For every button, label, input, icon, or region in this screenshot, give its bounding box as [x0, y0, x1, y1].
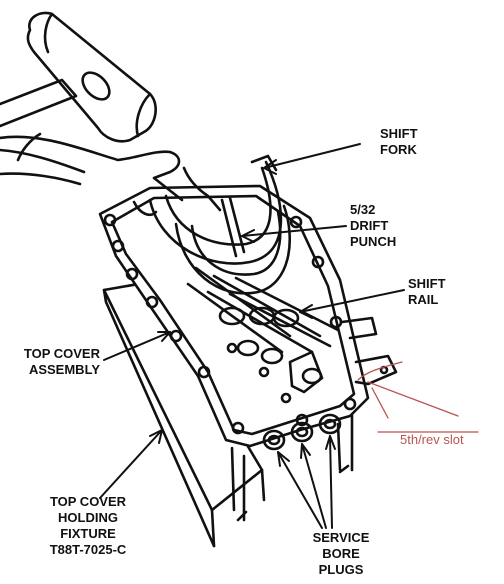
- leader-lines: [99, 143, 405, 529]
- label-holding-fixture: TOP COVER HOLDING FIXTURE T88T-7025-C: [49, 494, 127, 557]
- hammer-and-hand-drawing: [0, 11, 222, 212]
- label-service-bore-plugs: SERVICE BORE PLUGS: [312, 530, 370, 577]
- annotation-5th-rev-slot: 5th/rev slot: [400, 432, 464, 447]
- label-top-cover-assembly: TOP COVER ASSEMBLY: [23, 346, 100, 377]
- shift-rails-drawing: [186, 266, 340, 404]
- label-shift-rail: SHIFT RAIL: [408, 276, 446, 307]
- shift-forks-drawing: [132, 154, 291, 295]
- service-bore-plugs-drawing: [262, 413, 342, 451]
- annotation-slot-marker: [357, 361, 479, 433]
- label-drift-punch: 5/32 DRIFT PUNCH: [350, 202, 397, 249]
- label-shift-fork: SHIFT FORK: [380, 126, 418, 157]
